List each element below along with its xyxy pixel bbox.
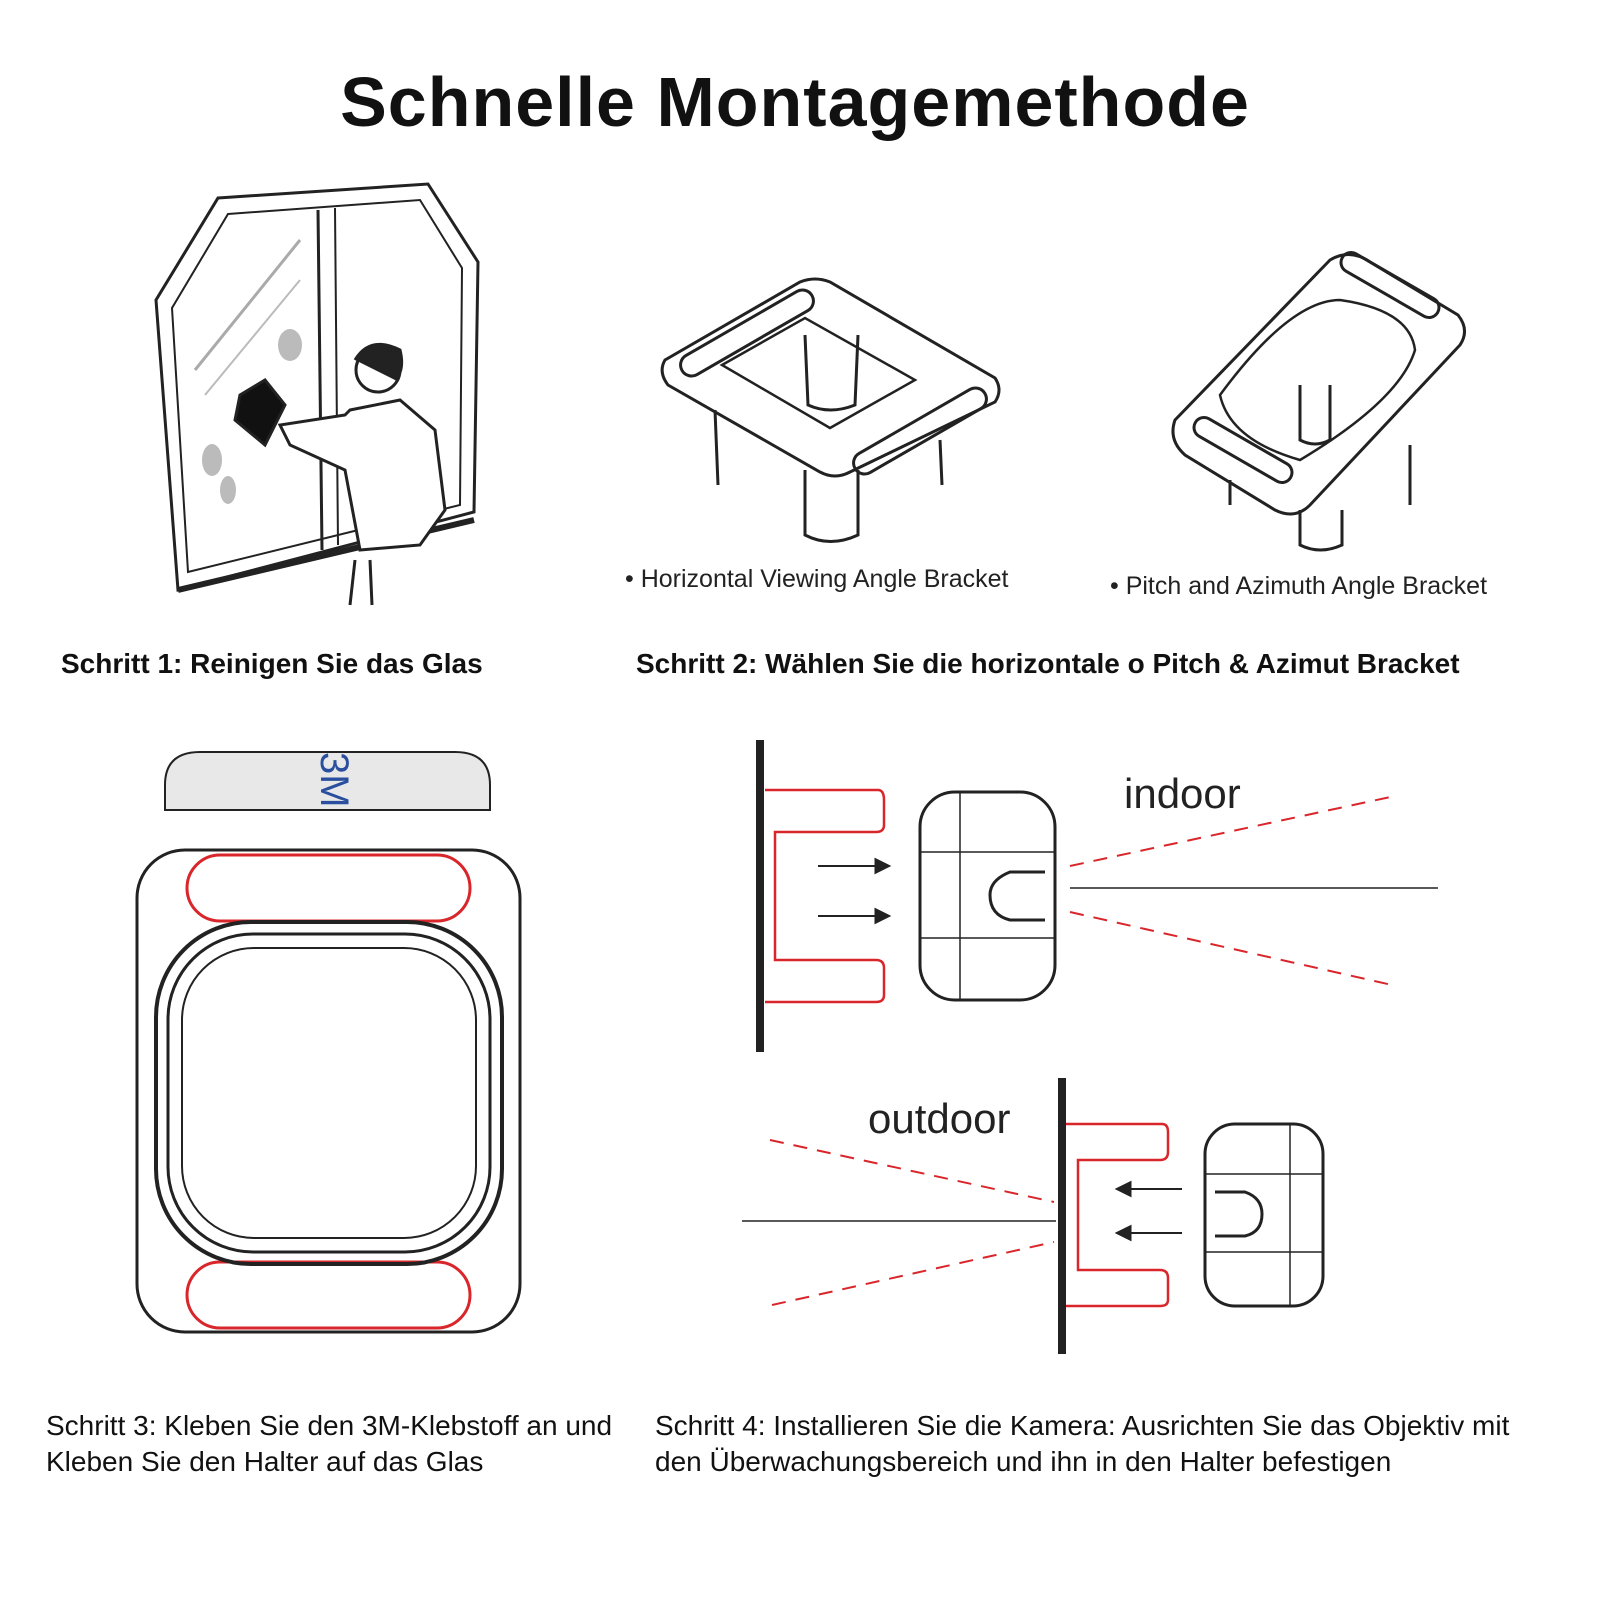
indoor-diagram xyxy=(756,740,1438,1052)
3m-tape-strip xyxy=(164,751,491,811)
step2-label: Schritt 2: Wählen Sie die horizontale o … xyxy=(636,648,1460,679)
tape-brand-logo: 3M xyxy=(312,752,356,808)
outdoor-label: outdoor xyxy=(868,1095,1011,1142)
option-pitch-bracket: • Pitch and Azimuth Angle Bracket xyxy=(1110,572,1488,600)
option-horizontal-bracket: • Horizontal Viewing Angle Bracket xyxy=(625,565,1009,593)
pitch-azimuth-bracket-illustration xyxy=(1171,251,1466,552)
bracket-top-view xyxy=(135,848,522,1334)
step3-label: Schritt 3: Kleben Sie den 3M-Klebstoff a… xyxy=(46,1408,612,1480)
horizontal-bracket-illustration xyxy=(660,277,1001,543)
step4-line1: Schritt 4: Installieren Sie die Kamera: … xyxy=(655,1410,1510,1441)
window-cleaning-illustration xyxy=(154,182,480,606)
option-pitch-label: Pitch and Azimuth Angle Bracket xyxy=(1125,572,1488,600)
outdoor-diagram xyxy=(742,1078,1325,1354)
step3-line2: Kleben Sie den Halter auf das Glas xyxy=(46,1446,484,1477)
page-title: Schnelle Montagemethode xyxy=(340,63,1250,141)
step1-label: Schritt 1: Reinigen Sie das Glas xyxy=(61,648,483,679)
step4-line2: den Überwachungsbereich und ihn in den H… xyxy=(655,1446,1392,1477)
option-horizontal-label: Horizontal Viewing Angle Bracket xyxy=(640,565,1009,593)
step4-label: Schritt 4: Installieren Sie die Kamera: … xyxy=(655,1408,1509,1480)
step3-line1: Schritt 3: Kleben Sie den 3M-Klebstoff a… xyxy=(46,1410,613,1441)
indoor-label: indoor xyxy=(1124,770,1241,817)
